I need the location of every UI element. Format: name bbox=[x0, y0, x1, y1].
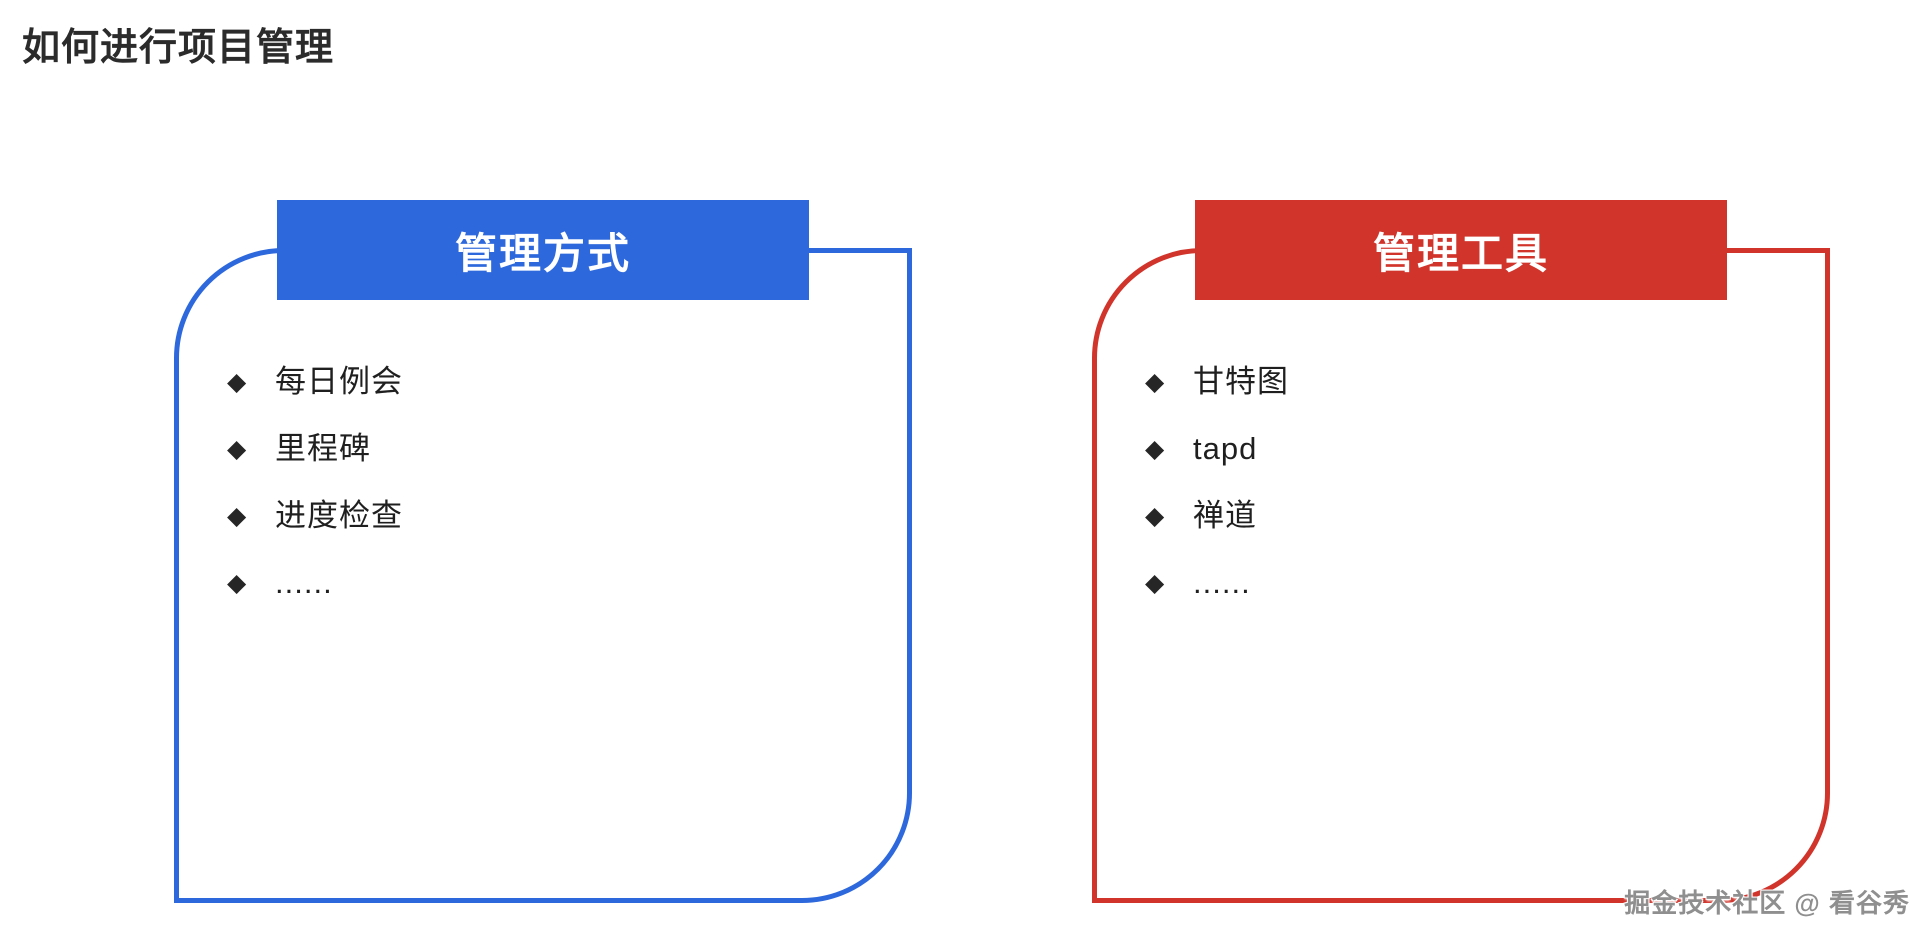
list-item: ◆ ...... bbox=[227, 566, 892, 600]
diamond-bullet-icon: ◆ bbox=[1145, 435, 1165, 463]
card-item-list: ◆ 甘特图 ◆ tapd ◆ 禅道 ◆ ...... bbox=[1092, 248, 1830, 903]
card-management-methods: 管理方式 ◆ 每日例会 ◆ 里程碑 ◆ 进度检查 ◆ ...... bbox=[174, 200, 912, 903]
card-border bbox=[1092, 248, 1830, 903]
list-item: ◆ 禅道 bbox=[1145, 499, 1810, 533]
page-title: 如何进行项目管理 bbox=[22, 27, 335, 69]
diamond-bullet-icon: ◆ bbox=[227, 502, 247, 530]
card-title-tools: 管理工具 bbox=[1195, 200, 1727, 300]
list-item-label: 禅道 bbox=[1193, 498, 1257, 533]
list-item: ◆ 进度检查 bbox=[227, 499, 892, 533]
list-item-label: 甘特图 bbox=[1193, 364, 1289, 399]
diamond-bullet-icon: ◆ bbox=[1145, 569, 1165, 597]
list-item-label: 进度检查 bbox=[275, 498, 403, 533]
card-title-methods: 管理方式 bbox=[277, 200, 809, 300]
watermark: 掘金技术社区 @ 看谷秀 bbox=[1624, 888, 1910, 918]
list-item-label: 里程碑 bbox=[275, 431, 371, 466]
list-item: ◆ 甘特图 bbox=[1145, 365, 1810, 399]
card-border bbox=[174, 248, 912, 903]
list-item-label: 每日例会 bbox=[275, 364, 403, 399]
list-item-label: ...... bbox=[275, 565, 333, 600]
list-item: ◆ tapd bbox=[1145, 432, 1810, 466]
list-item: ◆ 里程碑 bbox=[227, 432, 892, 466]
list-item: ◆ 每日例会 bbox=[227, 365, 892, 399]
list-item-label: tapd bbox=[1193, 431, 1258, 466]
card-item-list: ◆ 每日例会 ◆ 里程碑 ◆ 进度检查 ◆ ...... bbox=[174, 248, 912, 903]
diamond-bullet-icon: ◆ bbox=[227, 368, 247, 396]
card-management-tools: 管理工具 ◆ 甘特图 ◆ tapd ◆ 禅道 ◆ ...... bbox=[918, 0, 1878, 942]
diamond-bullet-icon: ◆ bbox=[1145, 502, 1165, 530]
diamond-bullet-icon: ◆ bbox=[227, 569, 247, 597]
diamond-bullet-icon: ◆ bbox=[1145, 368, 1165, 396]
diamond-bullet-icon: ◆ bbox=[227, 435, 247, 463]
list-item: ◆ ...... bbox=[1145, 566, 1810, 600]
list-item-label: ...... bbox=[1193, 565, 1251, 600]
